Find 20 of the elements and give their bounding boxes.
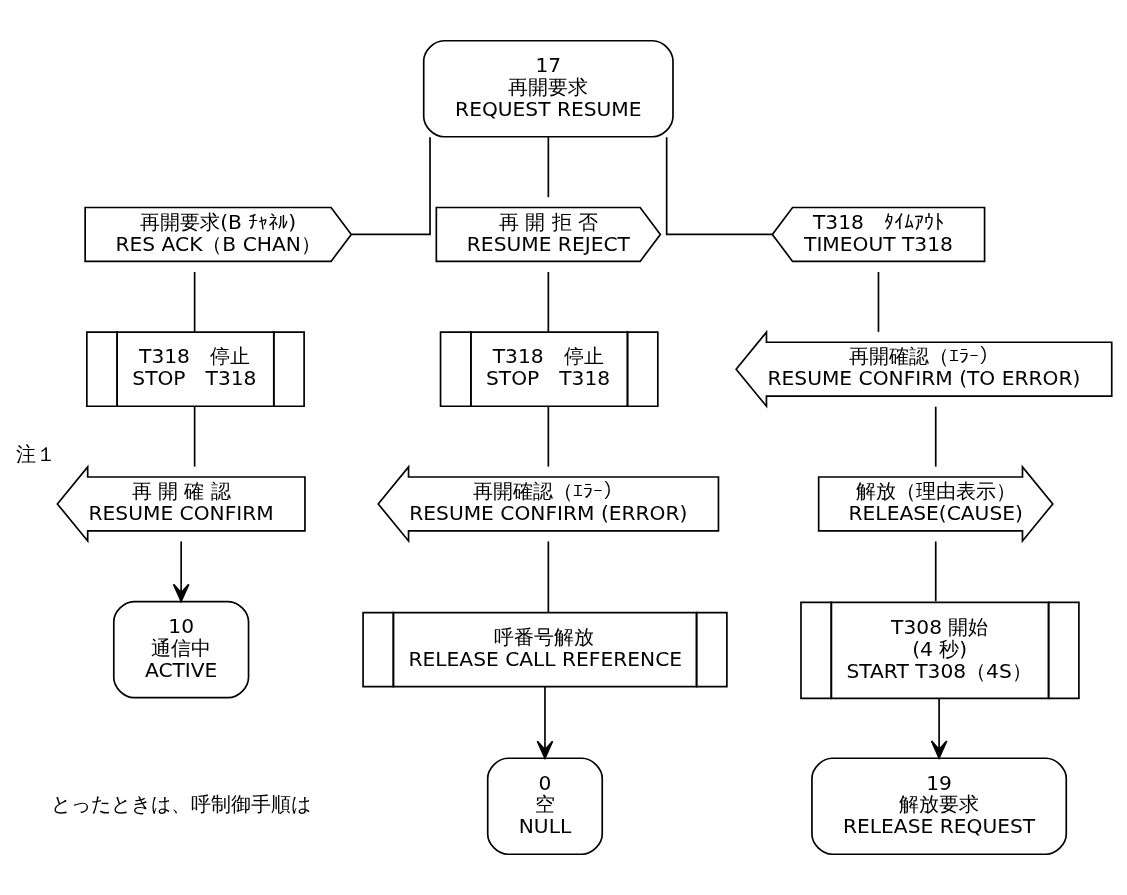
label: とったときは、呼制御手順は — [51, 792, 312, 817]
connector — [193, 271, 196, 333]
node-label: 注１ — [16, 442, 57, 467]
connector — [193, 405, 196, 468]
arrow — [536, 685, 554, 759]
node-box: 0 空 NULL — [486, 757, 604, 856]
node-box: 19 解放要求 RELEASE REQUEST — [811, 757, 1068, 856]
connector — [350, 136, 431, 236]
connector — [547, 540, 550, 614]
arrow — [172, 540, 190, 603]
connector — [547, 271, 550, 333]
node-box: 10 通信中 ACTIVE — [112, 600, 250, 699]
connector — [934, 405, 937, 468]
arrow — [930, 697, 948, 759]
connector — [547, 136, 550, 199]
connector — [934, 540, 937, 603]
connector — [547, 405, 550, 468]
connector — [877, 271, 880, 333]
connector — [665, 136, 773, 236]
node-box: 17 再開要求 REQUEST RESUME — [422, 39, 674, 138]
